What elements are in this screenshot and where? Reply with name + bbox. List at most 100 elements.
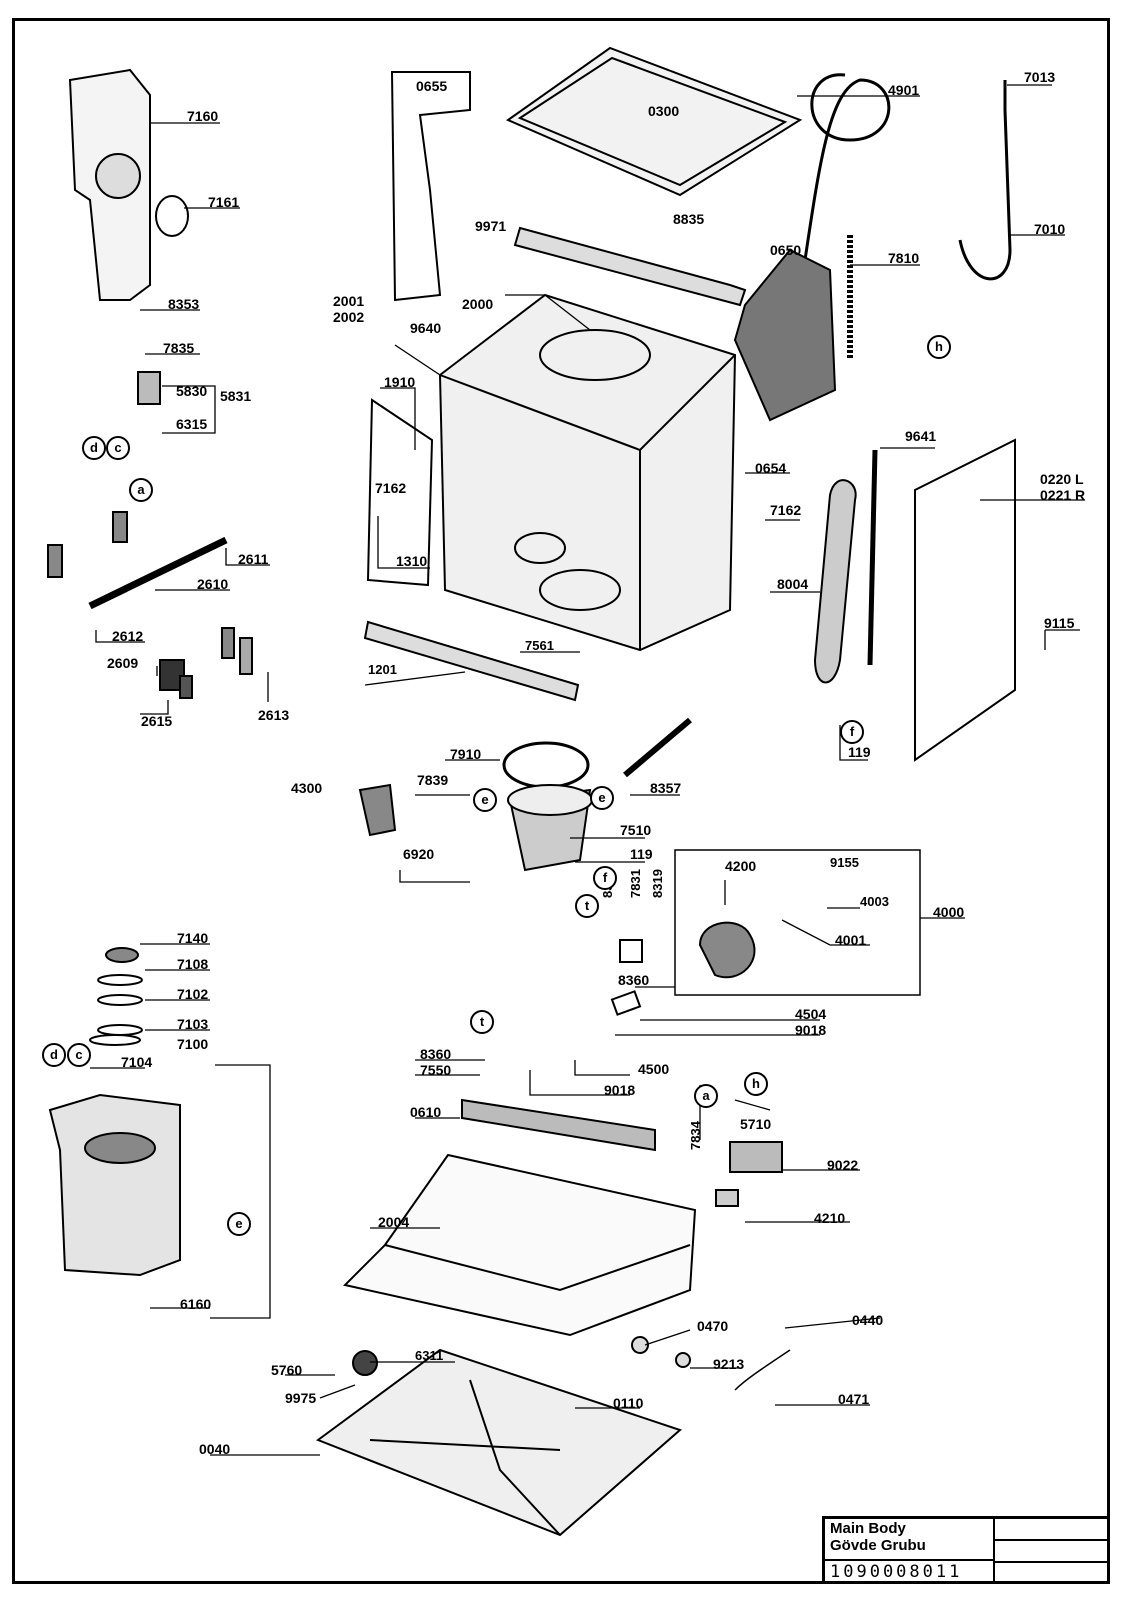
callout-h: h [927,335,951,359]
part-label-2001: 2001 [333,293,365,309]
kick-plate-part [363,620,580,702]
part-label-7834: 7834 [688,1121,703,1150]
part-label-8353: 8353 [168,296,200,312]
part-label-9975: 9975 [285,1390,317,1406]
title-name-tr: Gövde Grubu [830,1537,926,1554]
callout-c: c [106,436,130,460]
part-label-7102: 7102 [177,986,209,1002]
part-label-4300: 4300 [291,780,323,796]
part-label-0300: 0300 [648,103,680,119]
side-panel-part [390,71,471,302]
part-label-7108: 7108 [177,956,209,972]
callout-c-second: c [67,1043,91,1067]
part-label-9022: 9022 [827,1157,859,1173]
part-label-4210: 4210 [814,1210,846,1226]
part-label-7162-right: 7162 [770,502,802,518]
title-name-en: Main Body [830,1520,906,1537]
part-label-9213: 9213 [713,1356,745,1372]
part-label-7810: 7810 [888,250,920,266]
part-label-2609: 2609 [107,655,139,671]
callout-a-second: a [694,1084,718,1108]
water-duct-part [461,1098,656,1152]
part-label-6311: 6311 [415,1348,444,1363]
part-label-1201: 1201 [368,662,397,677]
inner-tub-part [438,293,737,652]
rail-bar-part [88,536,228,610]
gasket-part [502,741,590,789]
part-label-9640: 9640 [410,320,442,336]
callout-e-third: e [227,1212,251,1236]
part-label-2615: 2615 [141,713,173,729]
part-label-8360-low: 8360 [420,1046,452,1062]
rail-part [513,226,747,307]
part-label-7140: 7140 [177,930,209,946]
part-label-0471: 0471 [838,1391,870,1407]
base-tray-part [315,1348,682,1537]
base-frame-part [343,1153,697,1337]
part-label-7839: 7839 [417,772,449,788]
hose-part [803,73,891,261]
part-label-8360-top: 8360 [618,972,650,988]
callout-e: e [473,788,497,812]
callout-t: t [575,894,599,918]
part-label-1910: 1910 [384,374,416,390]
part-label-1310: 1310 [396,553,428,569]
seal-ring-part [155,195,189,237]
hinge-arm-part [813,479,857,684]
part-label-4000: 4000 [933,904,965,920]
part-label-0221-r: 0221 R [1040,487,1086,503]
part-label-5831: 5831 [220,388,252,404]
part-label-0610: 0610 [410,1104,442,1120]
part-label-9641: 9641 [905,428,937,444]
part-label-7104: 7104 [121,1054,153,1070]
title-cell-name [824,1518,994,1560]
part-label-0655: 0655 [416,78,448,94]
drawing-frame [12,18,1110,1584]
title-cell-empty-1 [994,1518,1109,1540]
part-label-7010: 7010 [1034,221,1066,237]
inlet-hose-part [958,80,1012,281]
part-label-4500: 4500 [638,1061,670,1077]
part-label-7550: 7550 [420,1062,452,1078]
part-label-5710: 5710 [740,1116,772,1132]
part-label-6315: 6315 [176,416,208,432]
part-label-9115: 9115 [1044,615,1075,631]
part-label-4504: 4504 [795,1006,827,1022]
top-lid-part [505,46,803,197]
part-label-4901: 4901 [888,82,920,98]
part-label-2004: 2004 [378,1214,410,1230]
part-label-7510: 7510 [620,822,652,838]
part-label-9971: 9971 [475,218,507,234]
callout-f-second: f [593,866,617,890]
part-label-6920: 6920 [403,846,435,862]
title-cell-empty-2 [994,1540,1109,1562]
part-label-9018-low: 9018 [604,1082,636,1098]
part-label-0440: 0440 [852,1312,884,1328]
part-label-6160: 6160 [180,1296,212,1312]
part-label-7103: 7103 [177,1016,209,1032]
part-label-7561: 7561 [525,638,554,653]
part-label-0110: 0110 [613,1395,644,1411]
callout-a: a [129,478,153,502]
mesh-panel-part [733,248,837,422]
part-label-0470: 0470 [697,1318,729,1334]
part-label-2610: 2610 [197,576,229,592]
part-label-0220-l: 0220 L [1040,471,1084,487]
part-label-0654: 0654 [755,460,787,476]
part-label-2613: 2613 [258,707,290,723]
title-block: Main Body Gövde Grubu 1090008011 [822,1516,1109,1584]
part-label-9155: 9155 [830,855,859,870]
title-part-code: 1090008011 [830,1562,963,1582]
part-label-7910: 7910 [450,746,482,762]
part-label-0040: 0040 [199,1441,231,1457]
salt-container-part [48,1093,181,1277]
part-label-7013: 7013 [1024,69,1056,85]
callout-d-second: d [42,1043,66,1067]
part-label-7831: 7831 [628,869,643,898]
part-label-5830: 5830 [176,383,208,399]
part-label-5760: 5760 [271,1362,303,1378]
part-label-119-door: 119 [848,744,871,760]
part-label-7100: 7100 [177,1036,209,1052]
title-cell-empty-3 [994,1562,1109,1584]
